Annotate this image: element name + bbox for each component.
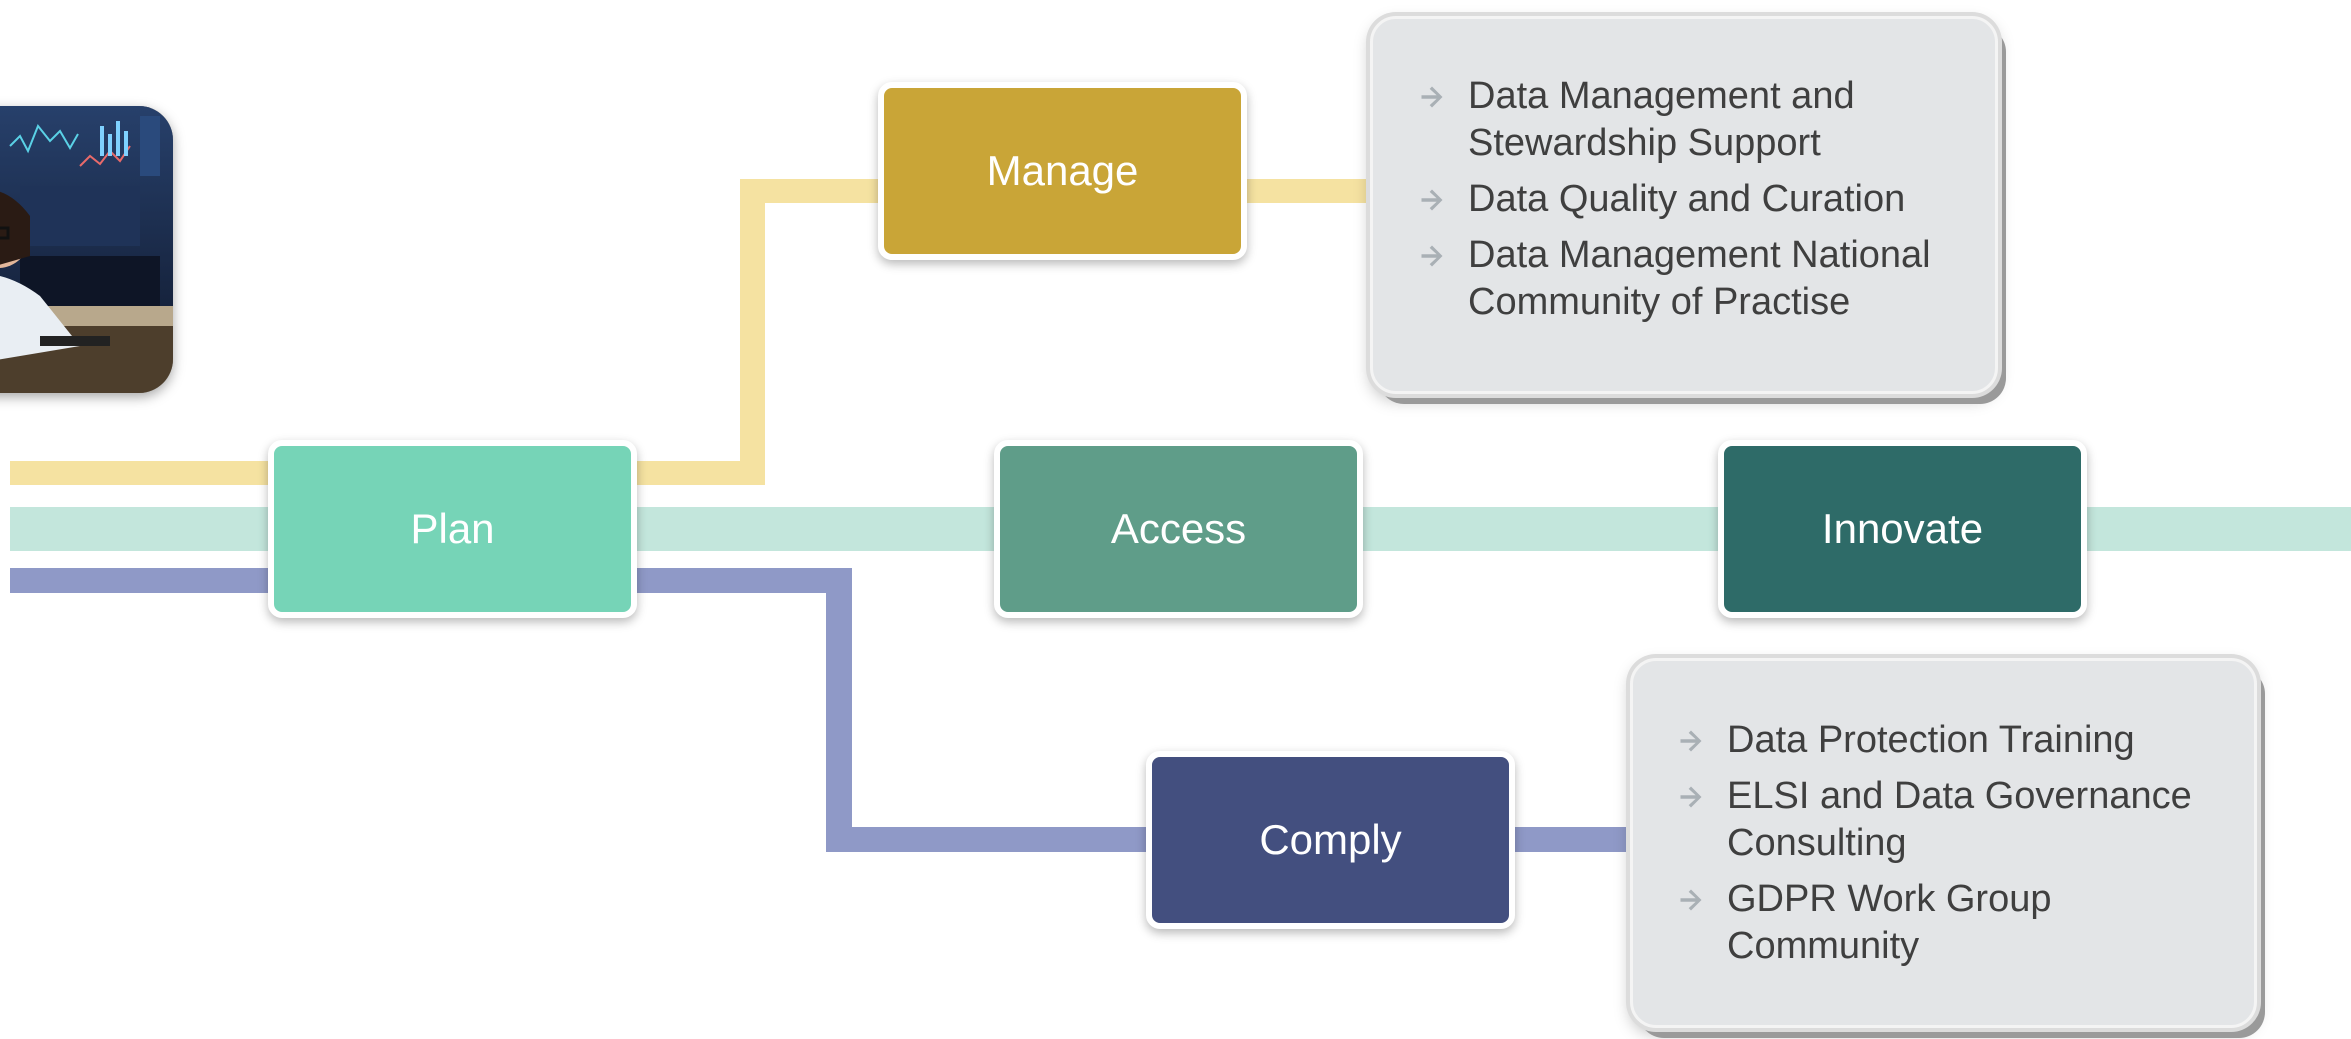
- connector-plan-comply-vertical: [826, 568, 852, 852]
- manage-stage-box[interactable]: Manage: [878, 82, 1247, 260]
- access-stage-label: Access: [1110, 505, 1247, 552]
- arrow-right-icon: [1421, 86, 1443, 108]
- innovate-stage-box[interactable]: Innovate: [1718, 440, 2087, 618]
- connector-manage-panel: [1245, 179, 1375, 203]
- list-item: Data Protection Training: [1677, 717, 2224, 764]
- manage-stage-label: Manage: [986, 147, 1139, 194]
- plan-stage-box[interactable]: Plan: [268, 440, 637, 618]
- arrow-right-icon: [1421, 189, 1443, 211]
- access-stage-box[interactable]: Access: [994, 440, 1363, 618]
- connector-comply-panel: [1505, 827, 1645, 852]
- service-label: GDPR Work Group Community: [1727, 878, 2052, 967]
- service-label: Data Management National Community of Pr…: [1468, 234, 1931, 323]
- plan-stage-label: Plan: [410, 505, 495, 552]
- comply-stage-label: Comply: [1259, 816, 1402, 863]
- list-item: Data Management National Community of Pr…: [1418, 232, 1965, 326]
- service-label: Data Management and Stewardship Support: [1468, 75, 1855, 164]
- list-item: Data Quality and Curation: [1418, 176, 1965, 223]
- service-label: Data Quality and Curation: [1468, 178, 1906, 220]
- arrow-right-icon: [1680, 730, 1702, 752]
- connector-plan-manage-top: [740, 179, 880, 203]
- innovate-stage-label: Innovate: [1821, 505, 1984, 552]
- manage-services-panel: Data Management and Stewardship Support …: [1370, 16, 1998, 394]
- person-at-computer-photo: [0, 106, 173, 393]
- manage-services-list: Data Management and Stewardship Support …: [1418, 73, 1965, 326]
- comply-services-list: Data Protection Training ELSI and Data G…: [1677, 717, 2224, 970]
- comply-stage-box[interactable]: Comply: [1146, 751, 1515, 929]
- list-item: GDPR Work Group Community: [1677, 876, 2224, 970]
- arrow-right-icon: [1680, 889, 1702, 911]
- connector-plan-comply-bottom: [826, 827, 1156, 852]
- arrow-right-icon: [1680, 786, 1702, 808]
- comply-services-panel: Data Protection Training ELSI and Data G…: [1630, 658, 2257, 1028]
- list-item: ELSI and Data Governance Consulting: [1677, 773, 2224, 867]
- arrow-right-icon: [1421, 245, 1443, 267]
- list-item: Data Management and Stewardship Support: [1418, 73, 1965, 167]
- service-label: ELSI and Data Governance Consulting: [1727, 775, 2192, 864]
- connector-plan-manage-vertical: [740, 179, 765, 485]
- service-label: Data Protection Training: [1727, 719, 2135, 761]
- photo-illustration: [0, 106, 173, 393]
